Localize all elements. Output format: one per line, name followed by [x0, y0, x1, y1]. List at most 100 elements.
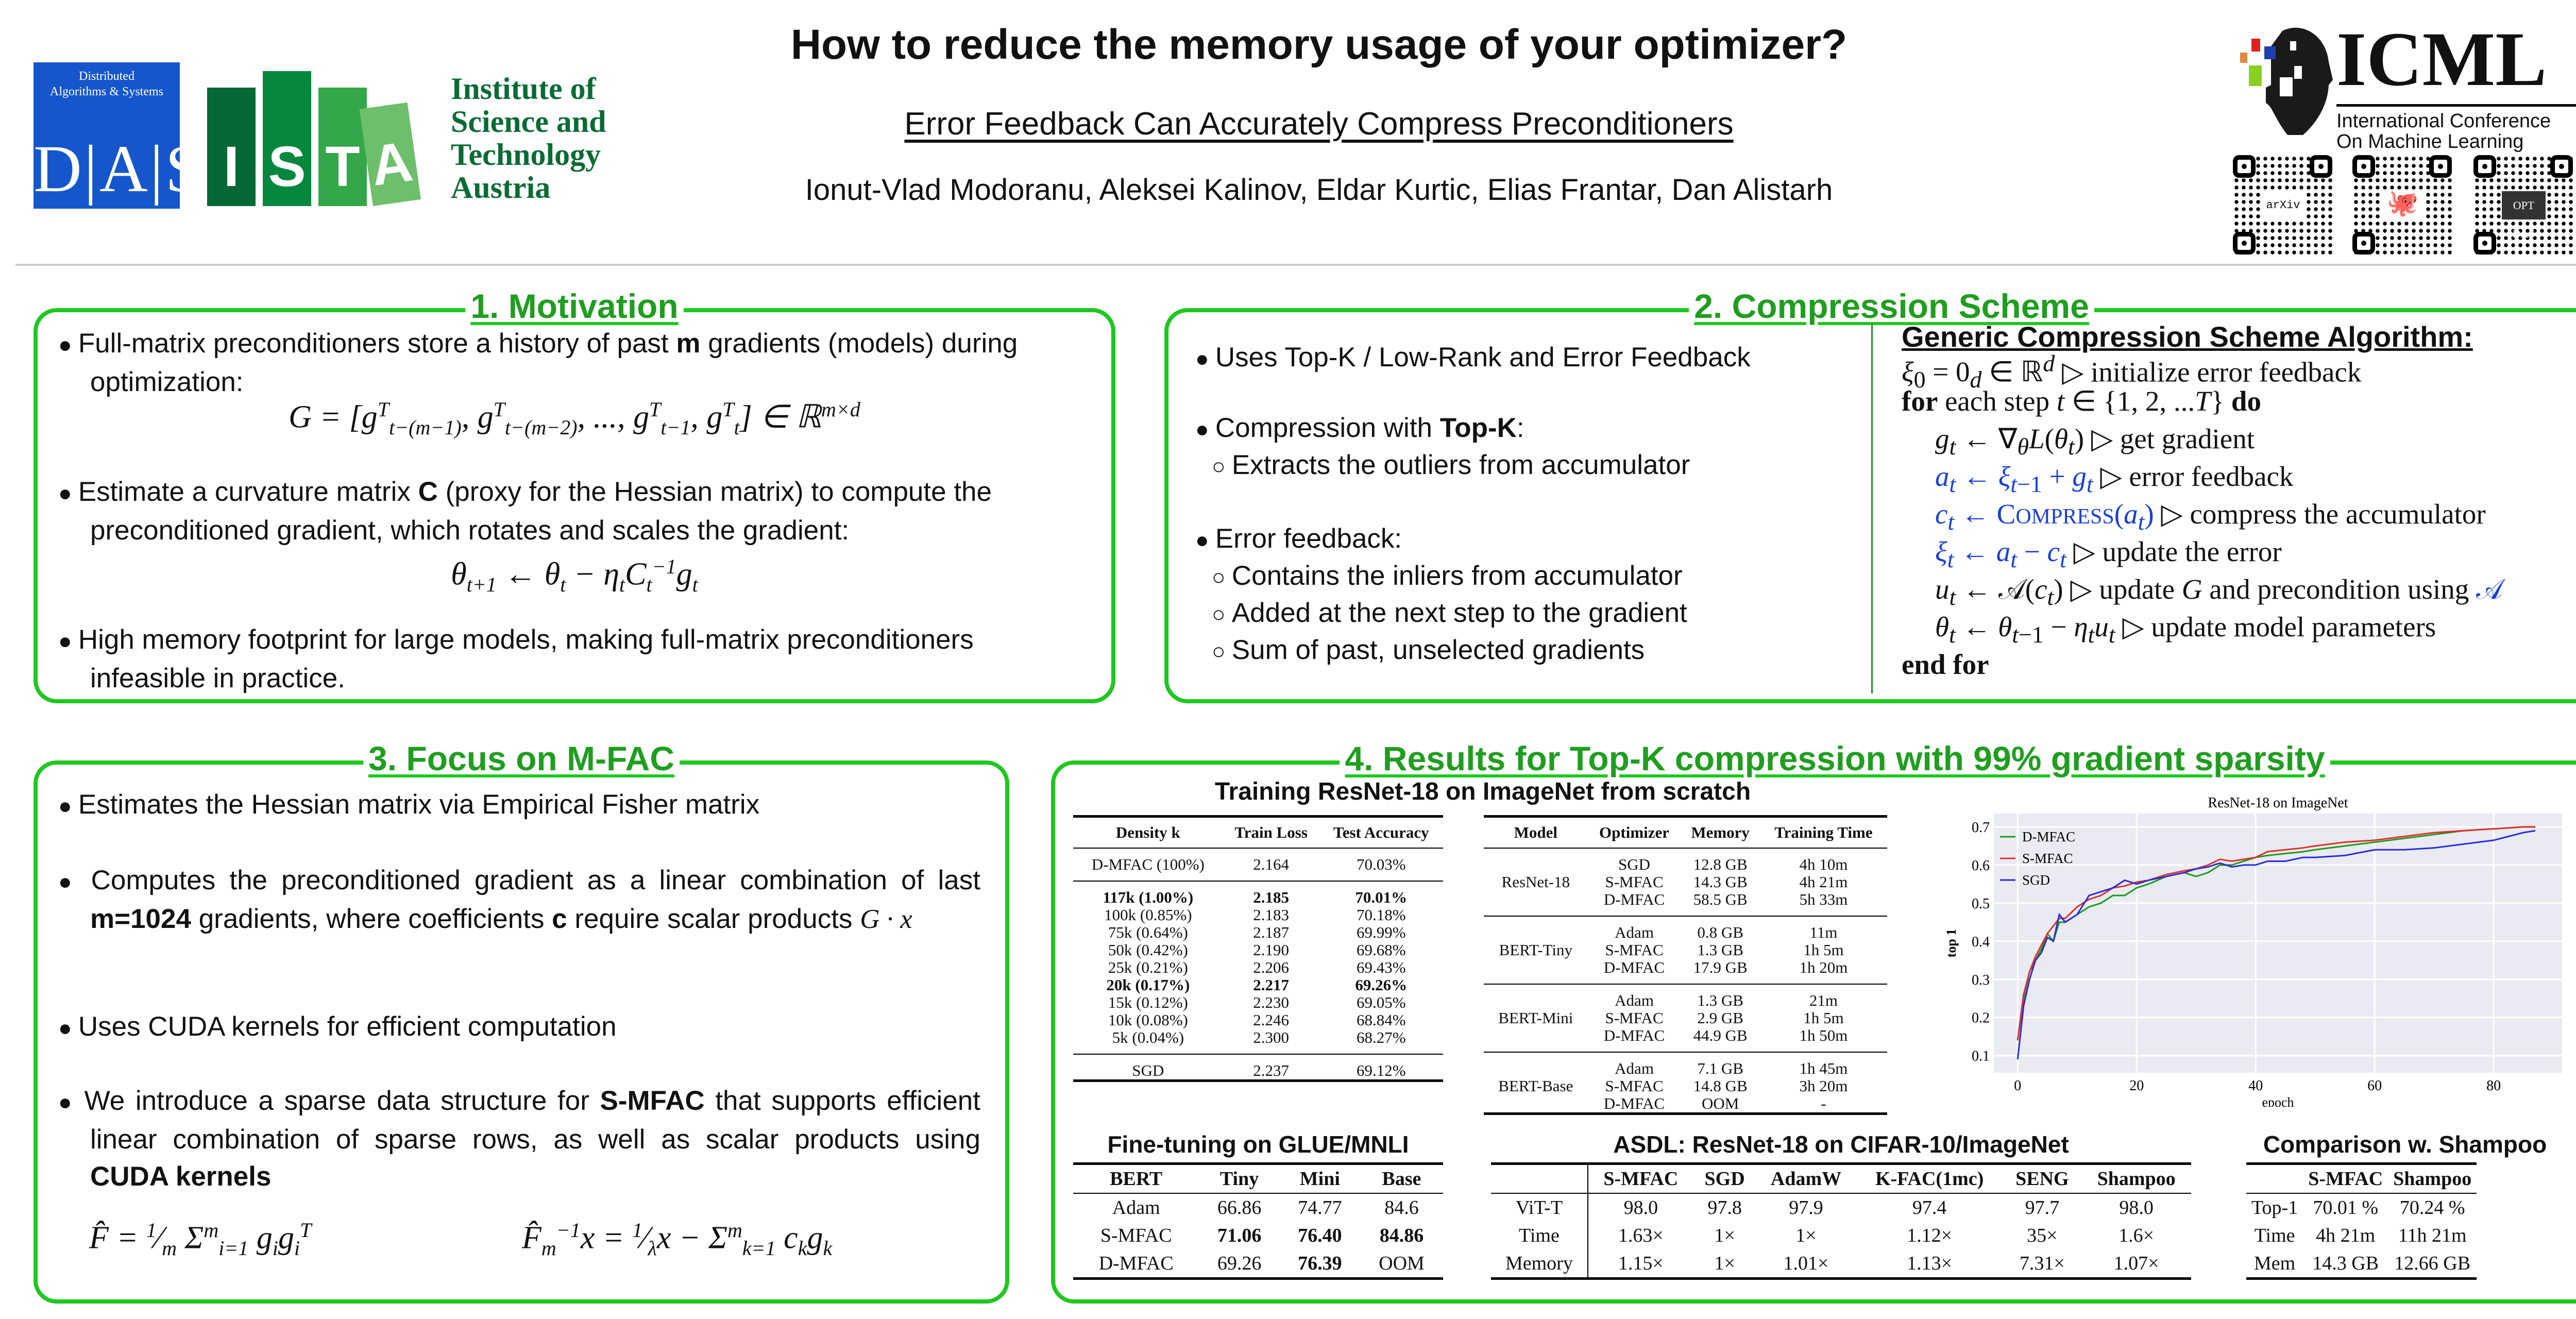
table-cell [1484, 891, 1588, 916]
bullet: We introduce a sparse data structure for… [58, 1083, 980, 1195]
ista-letter: I [207, 88, 256, 206]
table-cell: 76.39 [1298, 1253, 1342, 1274]
table-cell: 68.84% [1356, 1011, 1406, 1029]
table-cell: 1.6× [2119, 1225, 2155, 1246]
table-cell: 0.8 GB [1697, 923, 1743, 941]
table-cell: 2.9 GB [1697, 1009, 1743, 1027]
table-cell: 97.7 [2025, 1197, 2060, 1219]
table-cell: 4h 21m [1799, 873, 1848, 891]
das-logo-letters: D|A|S [33, 132, 205, 206]
column-header: Shampoo [2393, 1168, 2472, 1190]
ista-letter: T [318, 88, 367, 206]
arxiv-qr-code[interactable]: arXiv [2232, 155, 2333, 255]
table-cell: Adam [1615, 991, 1654, 1009]
shampoo-table-title: Comparison w. Shampoo [2263, 1131, 2547, 1158]
table-cell: 2.206 [1253, 958, 1289, 976]
column-header: Tiny [1219, 1168, 1259, 1190]
table-cell: 58.5 GB [1693, 890, 1748, 908]
table-cell: 71.06 [1217, 1225, 1262, 1246]
table-cell: S-MFAC [1605, 941, 1664, 959]
table-cell: ResNet-18 [1501, 873, 1570, 891]
algorithm-line: end for [1902, 649, 1989, 680]
table-cell: 1h 5m [1803, 941, 1844, 959]
column-header: S-MFAC [2308, 1168, 2383, 1190]
ista-text-line: Technology [451, 138, 601, 172]
bullet: Estimates the Hessian matrix via Empiric… [58, 786, 980, 825]
y-tick-label: 0.6 [1972, 858, 1990, 874]
table-cell: 76.40 [1298, 1225, 1342, 1246]
table-cell: Adam [1615, 1059, 1654, 1077]
table-cell: 2.190 [1253, 941, 1289, 959]
table-cell: 1.3 GB [1697, 941, 1743, 959]
table-cell: D-MFAC [1603, 958, 1665, 976]
y-tick-label: 0.5 [1972, 896, 1990, 912]
column-header: Training Time [1774, 823, 1873, 841]
table-cell: 1.13× [1907, 1253, 1953, 1274]
ista-letter: S [263, 71, 311, 206]
bullet: Estimate a curvature matrix C (proxy for… [58, 474, 1089, 549]
table-cell: 2.183 [1253, 906, 1289, 924]
table-cell: 84.6 [1384, 1197, 1419, 1219]
plot-background [1994, 814, 2562, 1073]
das-logo-line2: Algorithms & Systems [49, 85, 164, 98]
legend-label: S-MFAC [2022, 851, 2073, 866]
table-cell: 7.1 GB [1697, 1059, 1743, 1077]
poster-title: How to reduce the memory usage of your o… [790, 21, 1848, 68]
glue-table-title: Fine-tuning on GLUE/MNLI [1107, 1131, 1409, 1158]
github-qr-code[interactable]: 🐙 [2352, 155, 2452, 255]
column-header: K-FAC(1mc) [1875, 1168, 1984, 1190]
asdl-table-title: ASDL: ResNet-18 on CIFAR-10/ImageNet [1613, 1131, 2069, 1158]
table-cell: Memory [1491, 1249, 1588, 1279]
sub-bullet: Extracts the outliers from accumulator [1212, 447, 1871, 485]
table-cell: D-MFAC (100%) [1091, 855, 1205, 873]
table-cell: 2.217 [1253, 976, 1289, 994]
table-cell: D-MFAC [1603, 1026, 1665, 1044]
table-cell: 68.27% [1356, 1028, 1406, 1046]
algorithm-line: ct ← COMPRESS(at) ▷ compress the accumul… [1935, 498, 2486, 535]
table-cell [1484, 959, 1588, 984]
table-cell: 21m [1809, 991, 1838, 1009]
column-header: Train Loss [1234, 823, 1308, 841]
table-cell: 100k (0.85%) [1104, 906, 1192, 924]
table-cell: SGD [1132, 1061, 1164, 1079]
column-header: Test Accuracy [1333, 823, 1429, 841]
column-header: Shampoo [2097, 1168, 2176, 1190]
table-cell: BERT-Mini [1498, 1009, 1573, 1027]
table-cell: Adam [1112, 1197, 1160, 1219]
formula-inverse: F̂m−1x = 1⁄λx − Σmk=1 ckgk [522, 1219, 833, 1260]
table-cell: 69.99% [1356, 923, 1406, 941]
qr-label: OPT DAS [2502, 191, 2546, 240]
table-cell [1484, 1027, 1588, 1052]
table-cell: 7.31× [2019, 1253, 2065, 1274]
optdas-qr-code[interactable]: OPT DAS [2473, 155, 2573, 255]
motivation-section: 1. Motivation Full-matrix preconditioner… [33, 287, 1115, 703]
table-cell: 66.86 [1217, 1197, 1262, 1219]
table-cell: 2.300 [1253, 1028, 1289, 1046]
compression-section: 2. Compression Scheme Uses Top-K / Low-R… [1164, 287, 2576, 703]
table-cell: 1.07× [2113, 1253, 2159, 1274]
icml-logo: ICML International Conference On Machine… [2226, 15, 2576, 152]
table-cell [1484, 916, 1588, 941]
table-cell: Mem [2254, 1253, 2296, 1274]
table-cell: D-MFAC [1603, 1094, 1665, 1112]
training-table-title: Training ResNet-18 on ImageNet from scra… [1214, 778, 1751, 805]
